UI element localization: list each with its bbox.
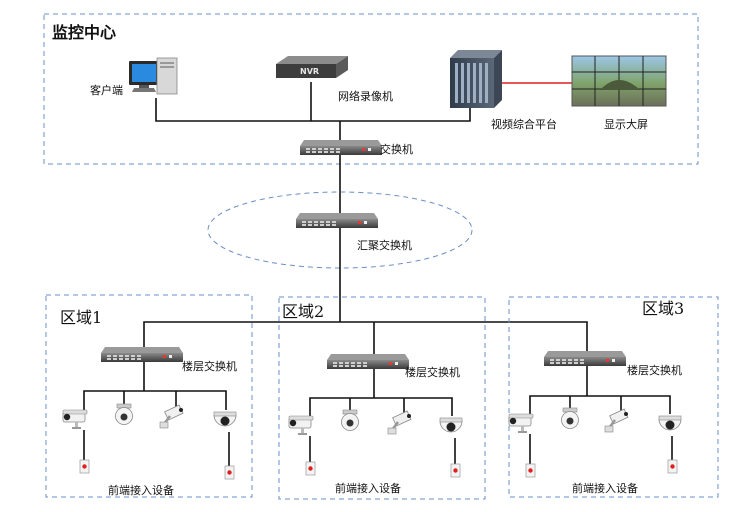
dome-camera-icon (341, 409, 359, 431)
frontend-label: 前端接入设备 (335, 481, 401, 495)
region-2: 区域2 楼层交换机 前端接入设备 (278, 296, 486, 500)
hemisphere-camera-icon (658, 415, 682, 431)
nvr-badge: NVR (300, 67, 319, 76)
video-platform-label: 视频综合平台 (491, 117, 557, 131)
floor-switch-icon (327, 354, 409, 369)
nvr-icon: NVR (276, 56, 348, 78)
video-platform-icon (450, 50, 502, 108)
region-1-border (45, 294, 253, 498)
video-wall-label: 显示大屏 (604, 117, 648, 131)
region-2-border (278, 296, 486, 500)
aggregation-switch-label: 汇聚交换机 (357, 238, 412, 252)
floor-switch-icon (101, 347, 183, 362)
switch-icon (300, 140, 382, 155)
region-3-border (508, 296, 719, 498)
dome-camera-icon (115, 403, 133, 425)
region-3-title: 区域3 (642, 299, 684, 318)
box-camera-icon (386, 409, 413, 436)
floor-switch-label: 楼层交换机 (182, 359, 237, 373)
box-camera-icon (603, 407, 630, 434)
hemisphere-camera-icon (213, 411, 237, 427)
aggregation-ellipse (207, 191, 473, 269)
alarm-button-icon (525, 463, 536, 478)
region-1-title: 区域1 (60, 308, 102, 327)
alarm-button-icon (450, 463, 461, 478)
bullet-camera-icon (62, 409, 88, 430)
hemisphere-camera-icon (439, 417, 463, 433)
aggregation-zone: 汇聚交换机 (207, 191, 473, 269)
alarm-button-icon (224, 465, 235, 480)
region-1: 区域1 楼层交换机 前端接入设备 (45, 294, 253, 498)
alarm-button-icon (305, 461, 316, 476)
alarm-button-icon (667, 459, 678, 474)
region-3: 区域3 楼层交换机 前端接入设备 (508, 296, 719, 498)
alarm-button-icon (79, 459, 90, 474)
video-wall-icon (571, 55, 667, 107)
nvr-label: 网络录像机 (338, 89, 393, 103)
frontend-label: 前端接入设备 (572, 481, 638, 495)
computer-icon (129, 57, 178, 95)
region-2-title: 区域2 (282, 302, 324, 321)
floor-switch-icon (544, 351, 626, 366)
monitoring-center-border (43, 13, 699, 165)
frontend-label: 前端接入设备 (108, 483, 174, 497)
bullet-camera-icon (508, 413, 534, 434)
client-label: 客户端 (90, 83, 123, 97)
bullet-camera-icon (288, 415, 314, 436)
monitoring-center-title: 监控中心 (52, 23, 116, 42)
dome-camera-icon (561, 407, 579, 429)
box-camera-icon (158, 403, 185, 430)
switch-label: 交换机 (380, 142, 413, 156)
monitoring-center: 监控中心 客户端 NVR 网络录像机 (43, 13, 699, 165)
floor-switch-label: 楼层交换机 (405, 365, 460, 379)
aggregation-switch-icon (296, 213, 378, 228)
floor-switch-label: 楼层交换机 (627, 363, 682, 377)
